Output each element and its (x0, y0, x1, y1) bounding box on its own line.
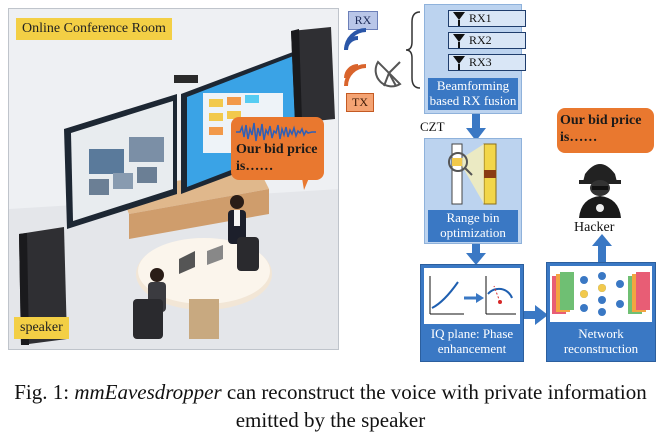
speaker-tag: speaker (14, 317, 69, 339)
radar-waves-icon (344, 28, 367, 87)
rx-brace (405, 11, 421, 89)
czt-label: CZT (420, 119, 445, 134)
rx1-item: RX1 (448, 10, 526, 27)
iq-plane-plots (429, 276, 516, 315)
rx1-label: RX1 (469, 11, 492, 25)
waveform-icon (236, 122, 316, 142)
conference-room-illustration (9, 27, 338, 349)
beamforming-label: Beamforming based RX fusion (428, 78, 518, 110)
room-title-tag: Online Conference Room (16, 18, 172, 40)
figure-caption: Fig. 1: mmEavesdropper can reconstruct t… (0, 378, 661, 434)
caption-text: can reconstruct the voice with private i… (221, 380, 647, 432)
speech-bubble-text: Our bid price is…… (236, 142, 318, 174)
hacker-icon (579, 164, 621, 218)
rx3-item: RX3 (448, 54, 526, 71)
caption-prefix: Fig. 1: (14, 380, 75, 404)
hacker-label: Hacker (574, 220, 615, 235)
caption-system-name: mmEavesdropper (74, 380, 222, 404)
antenna-icons (453, 12, 465, 70)
iq-label: IQ plane: Phase enhancement (424, 326, 520, 358)
network-label: Network reconstruction (550, 326, 652, 358)
arrow-down-2 (466, 244, 486, 265)
range-bin-illustration (448, 143, 497, 205)
satellite-dish-icon (374, 60, 402, 88)
network-illustration (552, 272, 650, 316)
rx-tag: RX (348, 11, 378, 30)
conference-room-panel (8, 8, 339, 350)
rx2-label: RX2 (469, 33, 492, 47)
range-bin-label: Range bin optimization (428, 210, 518, 242)
left-speaker (19, 227, 67, 345)
hacker-bubble-text: Our bid price is…… (560, 113, 642, 145)
arrow-up (592, 234, 612, 262)
hacker-speech-bubble (557, 108, 654, 153)
arrow-right (524, 305, 548, 325)
iq-plot-area (424, 268, 520, 324)
arrow-down-1 (466, 114, 486, 141)
tx-tag: TX (346, 93, 374, 112)
bubble-tail (300, 166, 314, 190)
rx3-label: RX3 (469, 55, 492, 69)
rx2-item: RX2 (448, 32, 526, 49)
right-speaker (291, 27, 335, 123)
